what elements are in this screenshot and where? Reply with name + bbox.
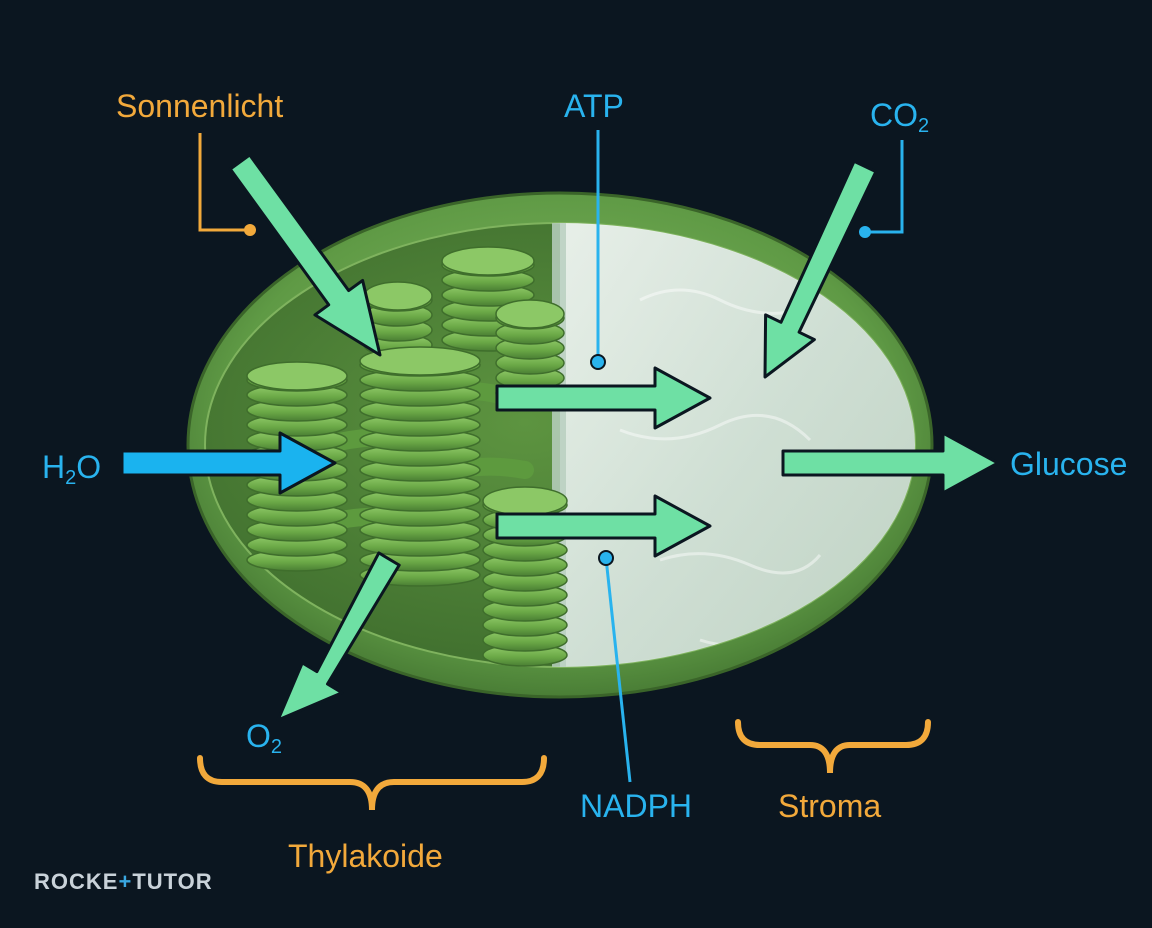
nadph-leader-dot — [598, 550, 614, 566]
thylakoid-disc-top — [441, 246, 535, 276]
glucose-arrow — [781, 431, 1000, 495]
atp-label: ATP — [564, 88, 624, 124]
glucose-label: Glucose — [1010, 446, 1128, 482]
h2o-arrow — [120, 431, 337, 495]
thylakoid-disc-top — [363, 281, 433, 311]
nadph-label: NADPH — [580, 788, 693, 824]
sunlight-label: Sonnenlicht — [116, 88, 284, 124]
thylakoid-brace — [197, 755, 547, 811]
thylakoid-disc-top — [246, 361, 348, 391]
stroma-label: Stroma — [778, 788, 882, 824]
thylakoid-disc-top — [359, 346, 481, 376]
co2-leader-line — [865, 140, 904, 234]
thylakoid-grana — [246, 246, 568, 667]
co2-label: CO2 — [870, 97, 930, 137]
thylakoid-disc-top — [482, 486, 568, 516]
granum-stack — [359, 346, 481, 587]
sunlight-leader-line — [198, 133, 250, 232]
sunlight-leader-dot — [244, 224, 256, 236]
nadph-leader-line — [604, 557, 632, 783]
atp-arrow — [495, 366, 712, 430]
atp-leader-dot — [590, 354, 606, 370]
stroma-region — [560, 223, 915, 667]
stroma-texture — [619, 288, 822, 647]
thylakoids-label: Thylakoide — [288, 838, 443, 874]
nadph-arrow — [495, 494, 712, 558]
granum-stack — [363, 281, 433, 357]
stroma-brace — [735, 719, 931, 774]
sunlight-arrow — [228, 153, 382, 357]
o2-arrow — [276, 551, 401, 722]
h2o-label: H2O — [42, 449, 102, 489]
rocketutor-logo: ROCKE+TUTOR — [34, 869, 213, 894]
co2-arrow — [763, 159, 878, 379]
thylakoid-disc-top — [495, 299, 565, 329]
co2-leader-dot — [859, 226, 871, 238]
o2-label: O2 — [246, 718, 283, 758]
